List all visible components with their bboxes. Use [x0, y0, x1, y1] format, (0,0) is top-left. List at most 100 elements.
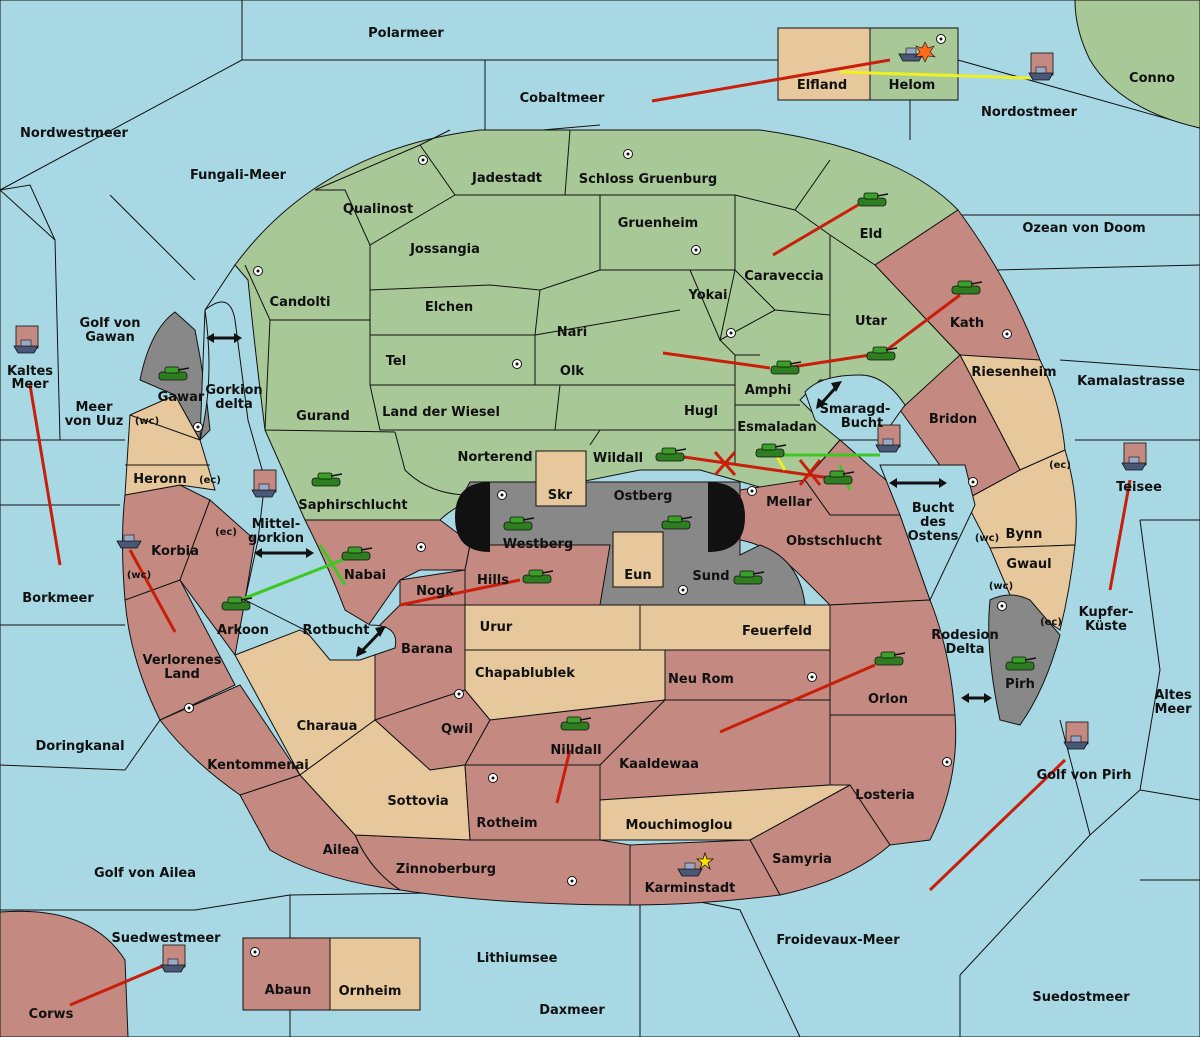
army-tank-icon[interactable]	[661, 515, 693, 530]
fleet-ship-icon[interactable]	[677, 862, 703, 877]
label-karminstadt: Karminstadt	[645, 881, 736, 896]
label-caraveccia: Caraveccia	[744, 269, 823, 284]
province-karminstadt[interactable]	[629, 839, 781, 906]
label-skr: Skr	[548, 488, 573, 503]
army-tank-icon[interactable]	[874, 651, 906, 666]
label-conno: Conno	[1129, 71, 1175, 86]
fleet-ship-icon[interactable]	[875, 424, 901, 453]
supply-center-dot	[253, 950, 257, 954]
label-golf-ailea: Golf von Ailea	[94, 866, 196, 881]
fleet-ship-icon[interactable]	[116, 534, 142, 549]
army-tank-icon[interactable]	[341, 546, 373, 561]
order-arrow	[879, 293, 961, 357]
army-tank-icon[interactable]	[857, 192, 889, 207]
label-qwil: Qwil	[441, 722, 473, 737]
label-doringkanal: Doringkanal	[35, 739, 124, 754]
army-tank-icon[interactable]	[1005, 656, 1037, 671]
label-ozean: Ozean von Doom	[1022, 221, 1145, 236]
label-gurand: Gurand	[296, 409, 350, 424]
fleet-ship-icon[interactable]	[13, 325, 39, 354]
army-tank-icon[interactable]	[560, 716, 592, 731]
supply-center-dot	[1000, 604, 1004, 608]
orders	[28, 58, 1132, 1007]
army-tank-icon[interactable]	[655, 447, 687, 462]
supply-center-dot	[681, 588, 685, 592]
label-ailea: Ailea	[323, 843, 360, 858]
label-kentommenai: Kentommenai	[207, 758, 308, 773]
label-qualinost: Qualinost	[343, 202, 413, 217]
army-tank-icon[interactable]	[951, 280, 983, 295]
army-tank-icon[interactable]	[158, 366, 190, 381]
label-eld: Eld	[860, 227, 883, 242]
supply-center-dot	[256, 269, 260, 273]
army-tank-icon[interactable]	[522, 569, 554, 584]
order-arrow	[669, 453, 831, 480]
support-line	[239, 553, 356, 602]
label-nilldall: Nilldall	[550, 743, 601, 758]
army-tank-icon[interactable]	[755, 443, 787, 458]
label-urur: Urur	[480, 620, 513, 635]
province-losteria[interactable]	[829, 714, 957, 846]
label-candolti: Candolti	[270, 295, 331, 310]
order-arrow	[69, 963, 166, 1007]
order-arrow	[784, 353, 871, 370]
label-yokai: Yokai	[687, 288, 727, 303]
province-conno[interactable]	[1074, 0, 1200, 129]
province-verlorenes[interactable]	[124, 579, 236, 721]
label-froidevaux: Froidevaux-Meer	[776, 933, 900, 948]
province-skr[interactable]	[535, 450, 587, 507]
province-corws[interactable]	[0, 910, 129, 1037]
order-arrow	[719, 663, 876, 734]
label-westberg: Westberg	[503, 537, 573, 552]
fleet-ship-icon[interactable]	[1121, 442, 1147, 471]
fleet-ship-icon[interactable]	[1028, 52, 1054, 81]
order-arrow	[399, 578, 521, 607]
label-kamala: Kamalastrasse	[1077, 374, 1185, 389]
province-kentommenai[interactable]	[159, 684, 301, 796]
label-bynn: Bynn	[1006, 527, 1043, 542]
label-hugl: Hugl	[684, 404, 718, 419]
label-suedostmeer: Suedostmeer	[1032, 990, 1130, 1005]
label-fungali: Fungali-Meer	[190, 168, 287, 183]
order-arrow	[662, 351, 771, 370]
province-ailea[interactable]	[239, 774, 401, 891]
order-arrow	[928, 758, 1067, 892]
army-tank-icon[interactable]	[733, 570, 765, 585]
label-tel: Tel	[386, 354, 406, 369]
province-gwaul[interactable]	[989, 544, 1076, 631]
label-mouchimoglou: Mouchimoglou	[626, 818, 733, 833]
label-abaun: Abaun	[265, 983, 312, 998]
army-tank-icon[interactable]	[503, 516, 535, 531]
fleet-ship-icon[interactable]	[160, 944, 186, 973]
supply-center-dot	[187, 706, 191, 710]
army-tank-icon[interactable]	[221, 596, 253, 611]
label-teisee: Teisee	[1116, 480, 1162, 495]
label-bridon: Bridon	[929, 412, 977, 427]
label-sund: Sund	[692, 569, 729, 584]
supply-center-dot	[419, 545, 423, 549]
order-arrow	[28, 384, 62, 566]
fail-cross	[798, 459, 822, 486]
province-elfland[interactable]	[777, 27, 871, 101]
province-ornheim[interactable]	[329, 937, 421, 1011]
army-tank-icon[interactable]	[311, 472, 343, 487]
province-arkoon[interactable]	[179, 499, 256, 657]
label-cobaltmeer: Cobaltmeer	[520, 91, 605, 106]
label-nabai: Nabai	[344, 568, 386, 583]
supply-center-dot	[939, 37, 943, 41]
province-mouchimoglou[interactable]	[599, 784, 851, 841]
fleet-ship-icon[interactable]	[251, 469, 277, 498]
label-orlon: Orlon	[868, 692, 908, 707]
province-samyria[interactable]	[749, 784, 891, 896]
army-tank-icon[interactable]	[770, 360, 802, 375]
army-tank-icon[interactable]	[823, 470, 855, 485]
province-eun[interactable]	[612, 531, 664, 588]
supply-center-dot	[421, 158, 425, 162]
dislodged-explosion-icon	[914, 41, 936, 63]
label-ec-gwaul: (ec)	[1040, 617, 1062, 628]
army-tank-icon[interactable]	[866, 346, 898, 361]
province-bucht-ostens-water	[879, 464, 976, 602]
fleet-ship-icon[interactable]	[1063, 721, 1089, 750]
